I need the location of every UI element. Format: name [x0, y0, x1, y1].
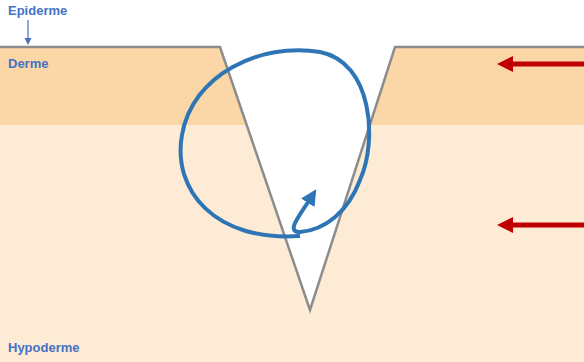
leader-arrowhead	[25, 38, 32, 45]
tension-arrow	[505, 62, 584, 67]
layer-label: Hypoderme	[8, 340, 80, 356]
layer-label: Epiderme	[8, 3, 67, 19]
layer-label: Derme	[8, 56, 48, 72]
tension-arrow	[505, 223, 584, 228]
hypoderme-band	[0, 47, 584, 362]
suture-path	[181, 50, 370, 236]
incision-gap	[220, 47, 395, 310]
epidermis-line	[0, 47, 584, 310]
